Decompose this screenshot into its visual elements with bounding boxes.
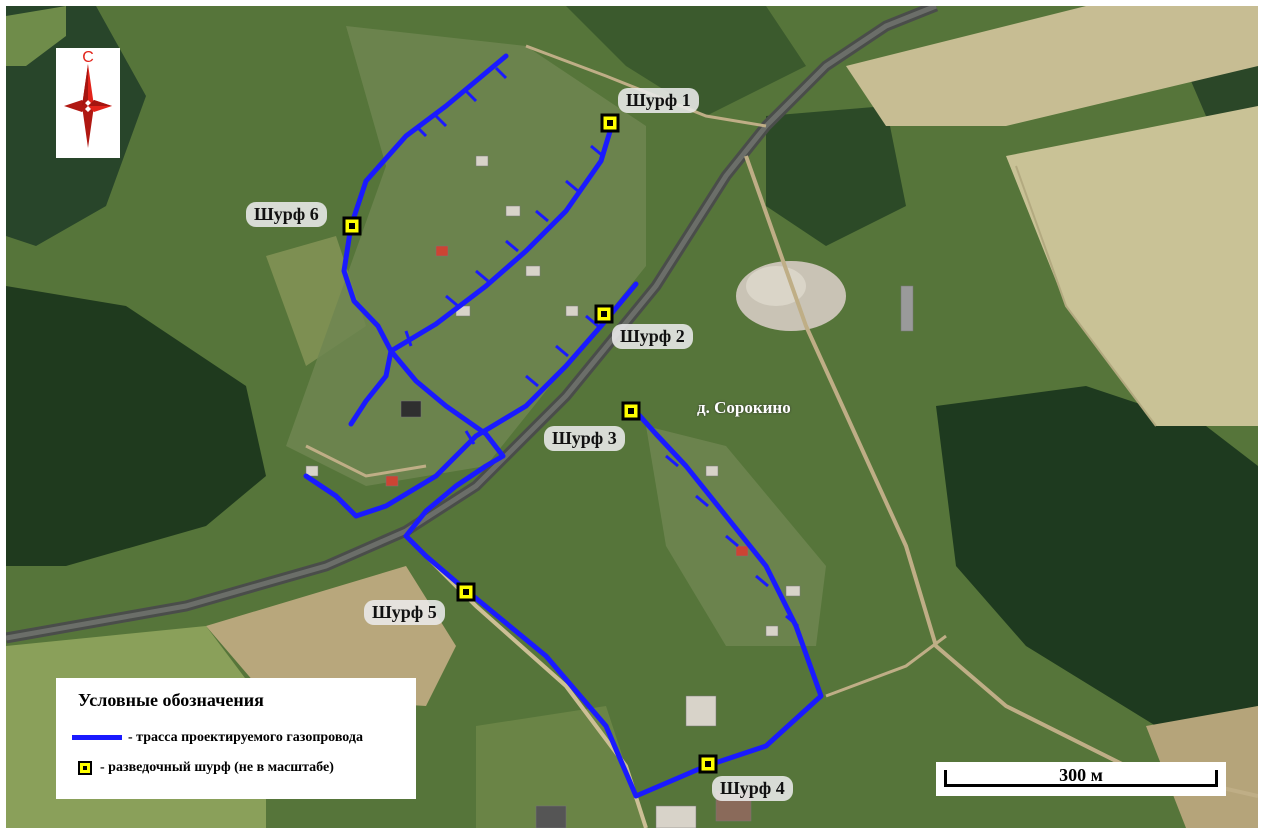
legend-item-label: - разведочный шурф (не в масштабе) [100, 760, 334, 775]
legend-title: Условные обозначения [78, 690, 264, 710]
settlement-label: д. Сорокино [697, 398, 791, 417]
legend-item-label: - трасса проектируемого газопровода [128, 730, 363, 745]
pit-marker-3 [621, 401, 641, 421]
map-imagery [6, 6, 1258, 828]
pit-marker-2 [594, 304, 614, 324]
pit-label-3: Шурф 3 [544, 426, 625, 451]
pit-label-4: Шурф 4 [712, 776, 793, 801]
legend-item-pipeline: - трасса проектируемого газопровода [72, 730, 363, 746]
pit-marker-5 [456, 582, 476, 602]
pit-marker-6 [342, 216, 362, 236]
pit-label-5: Шурф 5 [364, 600, 445, 625]
legend-item-pit: - разведочный шурф (не в масштабе) [72, 760, 334, 776]
compass-rose-icon [64, 64, 112, 148]
map-legend: Условные обозначения - трасса проектируе… [56, 678, 416, 799]
pit-label-6: Шурф 6 [246, 202, 327, 227]
pipeline-line-icon [72, 735, 122, 741]
pit-square-icon [78, 760, 92, 775]
scale-label: 300 м [1059, 765, 1103, 785]
scale-bar: 300 м [936, 762, 1226, 796]
pipeline-branches [404, 66, 799, 628]
satellite-map: С Шурф 1 Шурф 2 Шурф 3 Шурф 4 Шурф 5 Шур… [6, 6, 1258, 828]
north-arrow: С [56, 48, 120, 158]
pit-marker-1 [600, 113, 620, 133]
scale-tick-right [1215, 770, 1218, 787]
scale-line [944, 784, 1218, 787]
pit-label-2: Шурф 2 [612, 324, 693, 349]
pit-marker-4 [698, 754, 718, 774]
north-label: С [82, 49, 94, 66]
pit-label-1: Шурф 1 [618, 88, 699, 113]
scale-tick-left [944, 770, 947, 787]
pit-markers [342, 113, 718, 774]
